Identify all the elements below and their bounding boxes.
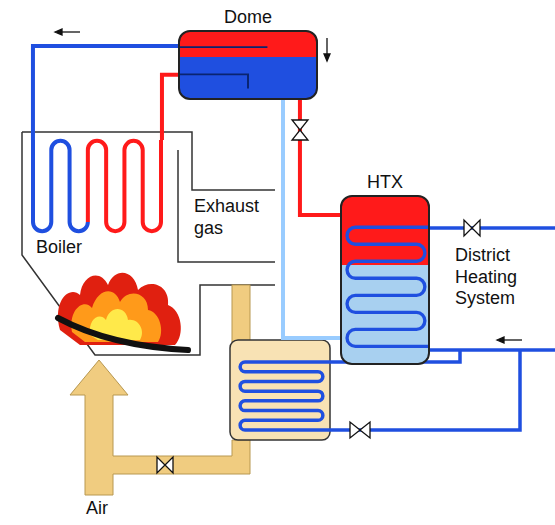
- valve-symbol: [292, 120, 308, 140]
- grate: [58, 318, 188, 350]
- boiler-tube: [106, 150, 124, 231]
- preheater-coil: [240, 362, 330, 430]
- flow-arrow-head: [324, 54, 330, 61]
- inner-pipe: [180, 47, 267, 88]
- boiler-tube: [33, 140, 51, 231]
- valve-symbol: [350, 422, 370, 438]
- air-preheater: [70, 285, 330, 495]
- flow-arrow: [60, 31, 80, 32]
- return-pipe: [430, 348, 555, 352]
- valves: [157, 120, 480, 473]
- flame-red: [58, 273, 181, 345]
- valve-symbol: [464, 220, 480, 236]
- boiler-tube: [88, 141, 106, 222]
- boiler-tube: [159, 140, 163, 222]
- node-label: Boiler: [36, 237, 82, 258]
- steam-dome: Dome: [178, 30, 318, 100]
- downcomer-pipe: [33, 46, 178, 140]
- flow-arrow-head: [55, 29, 62, 35]
- supply-pipe: [430, 226, 555, 230]
- furnace-wall: [22, 132, 275, 355]
- flow-label: Exhaust gas: [194, 196, 274, 239]
- flame-orange: [71, 291, 161, 342]
- flue-pipe: [232, 285, 250, 342]
- exchanger-coil: [342, 197, 428, 363]
- flow-arrow: [502, 339, 522, 340]
- flow-arrows: [55, 29, 522, 343]
- text-label: District Heating System: [455, 245, 552, 310]
- steam-pipe: [300, 100, 340, 215]
- boiler-tube: [143, 150, 161, 231]
- coil-tube: [347, 227, 428, 346]
- flow-arrow-head: [497, 337, 504, 343]
- air-duct: [70, 360, 250, 495]
- boiler-tube: [124, 141, 142, 222]
- valve-symbol: [157, 457, 173, 473]
- node-heading: HTX: [367, 172, 403, 193]
- boiler-tube: [70, 150, 88, 231]
- boiler-coil: [33, 140, 161, 231]
- heat-exchanger: HTX: [340, 195, 430, 365]
- boiler-walls: [22, 132, 275, 355]
- riser-pipe: [162, 75, 178, 140]
- condensate-pipe: [283, 100, 340, 338]
- dome-pipes: [180, 32, 316, 98]
- flue-baffle: [178, 150, 275, 262]
- text-label: Exhaust gas: [194, 196, 274, 239]
- text-label: Air: [86, 498, 146, 520]
- inlet-label: Air: [86, 498, 146, 520]
- boiler: Boiler: [28, 140, 178, 260]
- air-preheater-box: [230, 340, 330, 440]
- boiler-tube: [51, 141, 69, 222]
- fire: [58, 273, 188, 350]
- flow-arrow: [326, 38, 327, 56]
- system-label: District Heating System: [455, 245, 552, 310]
- node-heading: Dome: [224, 7, 272, 28]
